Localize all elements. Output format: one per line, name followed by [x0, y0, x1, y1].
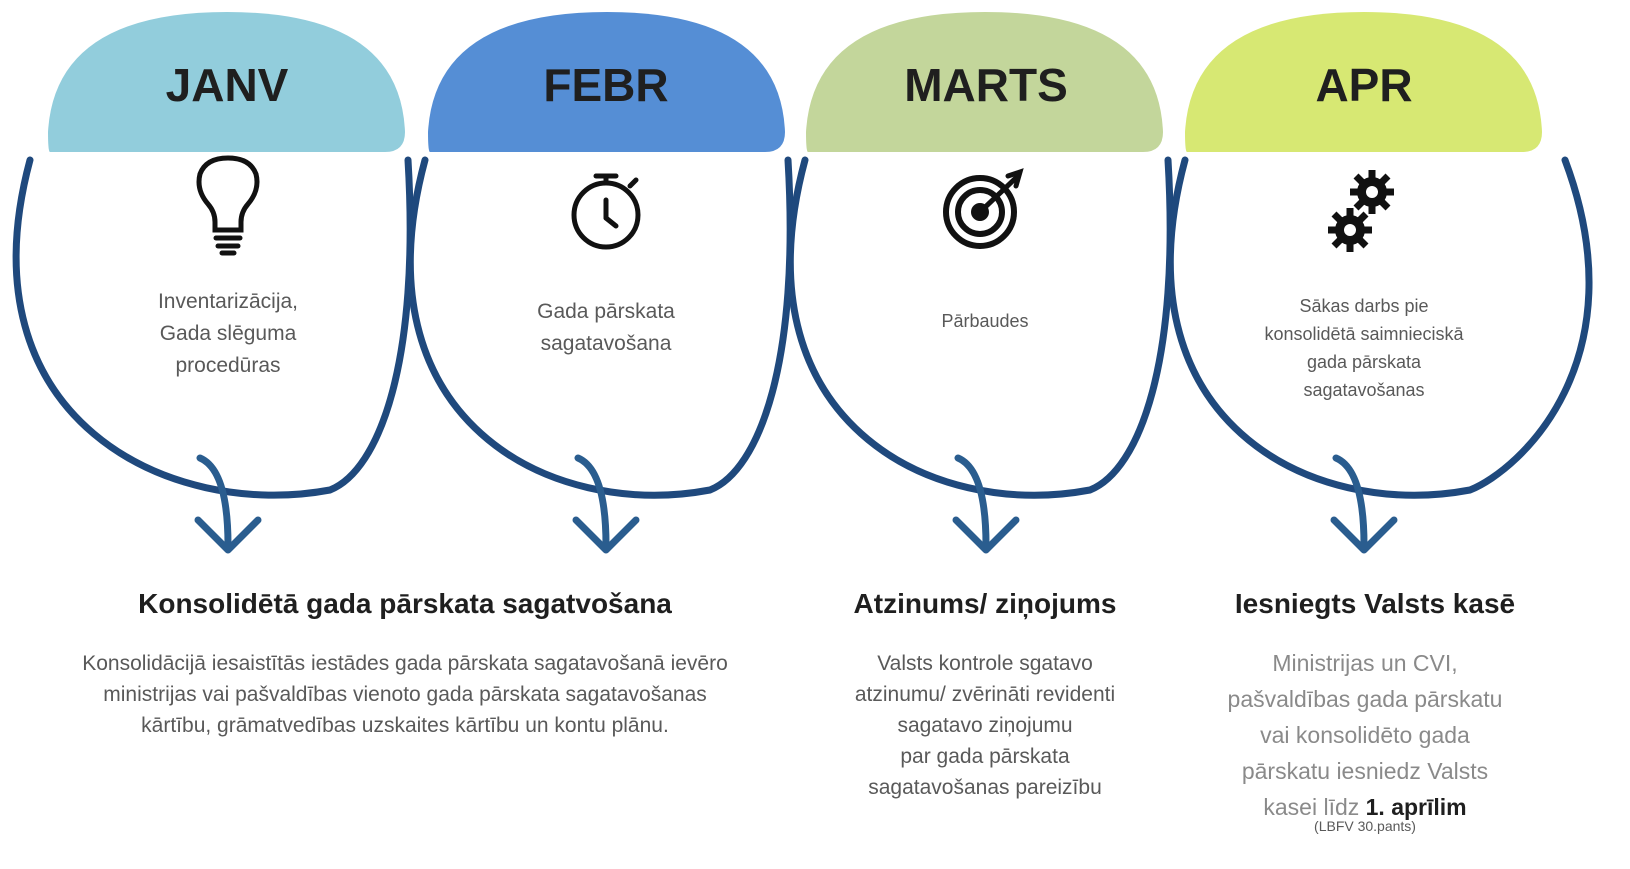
body-line: vai konsolidēto gada [1260, 722, 1470, 748]
description-line: procedūras [175, 354, 281, 377]
description-line: sagatavošanas [1303, 380, 1425, 400]
marts-description: Pārbaudes [855, 307, 1115, 335]
janv-header-shape [48, 12, 405, 152]
janv-arc [12, 156, 414, 499]
febr-arc [406, 156, 794, 499]
description-line: Gada slēguma [159, 322, 297, 345]
body-line: Valsts kontrole sgatavo [877, 652, 1093, 675]
description-line: Sākas darbs pie [1299, 296, 1429, 316]
marts-header-shape [806, 12, 1163, 152]
body-line: atzinumu/ zvērināti revidenti [854, 683, 1116, 706]
apr-description: Sākas darbs pie konsolidētā saimnieciskā… [1224, 292, 1504, 404]
deadline-prefix: kasei līdz [1263, 794, 1366, 820]
outcome-body-opinion: Valsts kontrole sgatavo atzinumu/ zvērin… [820, 648, 1150, 803]
month-label-janv: JANV [165, 59, 289, 111]
description-line: Gada pārskata [537, 300, 675, 323]
janv-down-arrow [194, 454, 262, 554]
body-line: kārtību, grāmatvedības uzskaites kārtību… [141, 714, 669, 737]
month-label-febr: FEBR [543, 59, 669, 111]
deadline-date: 1. aprīlim [1365, 794, 1467, 820]
marts-arc [786, 156, 1174, 499]
apr-down-arrow [1330, 454, 1398, 554]
janv-description: Inventarizācija, Gada slēguma procedūras [98, 286, 358, 382]
apr-arc [1166, 156, 1593, 499]
body-line: pašvaldības gada pārskatu [1227, 686, 1503, 712]
lightbulb-icon [196, 155, 260, 256]
description-line: Inventarizācija, [157, 290, 299, 313]
legal-reference-note: (LBFV 30.pants) [1314, 818, 1416, 834]
outcome-heading-consolidated: Konsolidētā gada pārskata sagatvošana [138, 588, 672, 619]
gears-icon [1328, 170, 1394, 252]
description-line: konsolidētā saimnieciskā [1264, 324, 1464, 344]
month-label-marts: MARTS [904, 59, 1068, 111]
outcome-heading-opinion: Atzinums/ ziņojums [853, 588, 1117, 619]
body-line: ministrijas vai pašvaldības vienoto gada… [103, 683, 707, 706]
febr-description: Gada pārskata sagatavošana [476, 296, 736, 360]
marts-down-arrow [952, 454, 1020, 554]
body-line: pārskatu iesniedz Valsts [1241, 758, 1489, 784]
month-label-apr: APR [1315, 59, 1413, 111]
body-line: par gada pārskata [900, 745, 1070, 768]
stopwatch-icon [571, 173, 641, 250]
febr-header-shape [428, 12, 785, 152]
febr-down-arrow [572, 454, 640, 554]
body-line: Ministrijas un CVI, [1272, 650, 1458, 676]
target-icon [943, 168, 1024, 249]
body-line: sagatavo ziņojumu [897, 714, 1073, 737]
outcome-heading-submitted: Iesniegts Valsts kasē [1234, 588, 1516, 619]
description-line: Pārbaudes [941, 311, 1029, 331]
body-line: sagatavošanas pareizību [868, 776, 1102, 799]
description-line: sagatavošana [540, 332, 672, 355]
deadline-line: kasei līdz 1. aprīlim [1200, 789, 1530, 825]
description-line: gada pārskata [1306, 352, 1422, 372]
apr-header-shape [1185, 12, 1542, 152]
outcome-body-consolidated: Konsolidācijā iesaistītās iestādes gada … [30, 648, 780, 741]
body-line: Konsolidācijā iesaistītās iestādes gada … [82, 652, 728, 675]
outcome-body-submitted: Ministrijas un CVI, pašvaldības gada pār… [1200, 645, 1530, 825]
